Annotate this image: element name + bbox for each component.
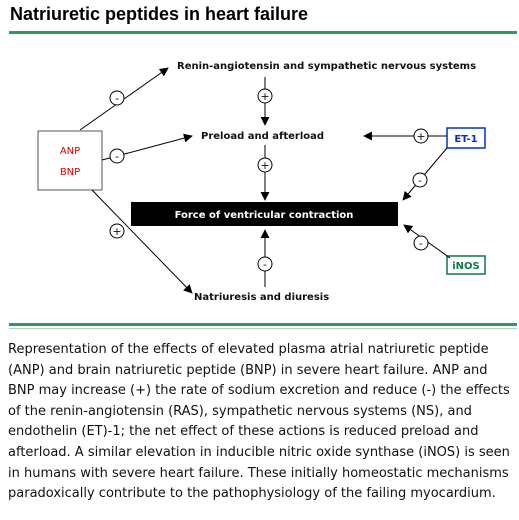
et1-label: ET-1 bbox=[454, 134, 477, 145]
sign-et1-force: - bbox=[418, 174, 422, 187]
arrow-anp-to-natriuresis bbox=[91, 189, 193, 294]
sign-inos-force: - bbox=[419, 237, 423, 250]
figure-caption: Representation of the effects of elevate… bbox=[8, 342, 510, 502]
anp-label: ANP bbox=[60, 146, 80, 157]
sign-anp-preload-circle bbox=[109, 148, 125, 164]
force-bar bbox=[131, 202, 398, 226]
natriuretic-diagram: ANP BNP Renin-angiotensin and sympatheti… bbox=[37, 61, 486, 303]
sign-renin-preload: + bbox=[260, 90, 269, 103]
sign-anp-renin-circle bbox=[109, 90, 125, 106]
sign-preload-force-circle bbox=[257, 157, 273, 173]
preload-label: Preload and afterload bbox=[201, 131, 324, 142]
sign-preload-force: + bbox=[260, 159, 269, 172]
sign-anp-preload: - bbox=[115, 150, 119, 163]
sign-natriuresis-force: - bbox=[263, 258, 267, 271]
natriuresis-label: Natriuresis and diuresis bbox=[194, 292, 329, 303]
sign-anp-natriuresis: + bbox=[112, 225, 121, 238]
peptide-box bbox=[37, 130, 103, 191]
force-label: Force of ventricular contraction bbox=[175, 210, 354, 221]
inos-box bbox=[446, 255, 486, 275]
middle-rule-thin bbox=[9, 328, 517, 329]
et1-box bbox=[446, 127, 486, 149]
renin-label: Renin-angiotensin and sympathetic nervou… bbox=[177, 61, 476, 72]
sign-inos-force-circle bbox=[413, 235, 429, 251]
arrow-et1-to-force bbox=[402, 147, 448, 201]
sign-et1-preload-circle bbox=[413, 128, 429, 144]
sign-et1-preload: + bbox=[416, 130, 425, 143]
sign-et1-force-circle bbox=[412, 172, 428, 188]
bnp-label: BNP bbox=[60, 167, 80, 178]
middle-rule bbox=[9, 323, 517, 326]
sign-natriuresis-force-circle bbox=[257, 256, 273, 272]
inos-label: iNOS bbox=[452, 261, 480, 272]
page-title: Natriuretic peptides in heart failure bbox=[10, 4, 309, 24]
sign-anp-renin: - bbox=[115, 92, 119, 105]
top-rule bbox=[9, 31, 517, 34]
sign-renin-preload-circle bbox=[257, 88, 273, 104]
sign-anp-natriuresis-circle bbox=[109, 223, 125, 239]
